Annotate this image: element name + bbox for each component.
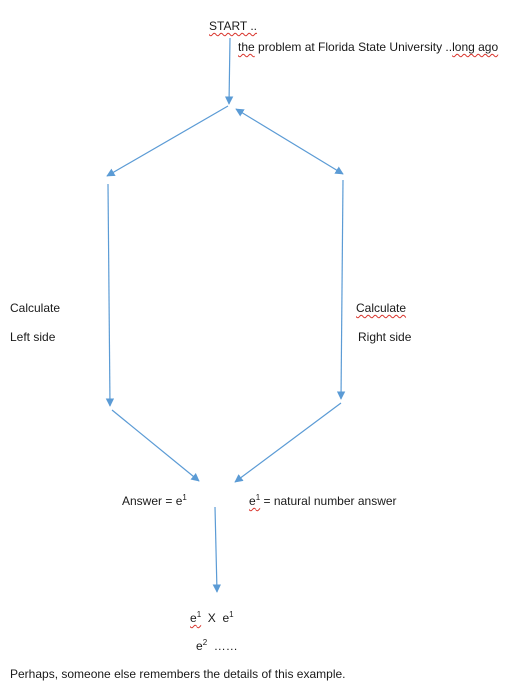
problem-middle: problem at Florida State University .. [254,40,453,54]
natural-e-base: e [249,494,256,508]
arrow-start-down [224,37,234,105]
product-operator: X e [201,611,230,625]
arrow-left-merge [111,409,200,482]
problem-prefix: the [238,40,255,54]
arrow-split-right [235,108,344,175]
squared-e: e [196,639,203,653]
arrow-left-side-down [105,183,115,407]
left-side-label: Left side [10,330,56,344]
natural-e-superscript: 1 [255,493,261,502]
natural-number-label: e1 = natural number answer [249,493,397,509]
natural-text: = natural number answer [260,494,397,508]
squared-label: e2 …… [196,638,238,654]
answer-superscript: 1 [182,493,187,502]
product-e1-superscript: 1 [196,610,202,619]
product-e1: e [190,611,197,625]
calculate-left-label: Calculate [10,301,61,315]
answer-label: Answer = e1 [122,493,187,509]
calculate-right-label: Calculate [356,301,406,315]
start-label: START .. [209,19,257,33]
arrow-split-left [106,105,229,177]
answer-prefix: Answer = e [122,494,183,508]
product-first-term: e1 [190,610,202,626]
natural-e: e1 [249,493,261,509]
product-label: e1 X e1 [190,610,234,626]
arrow-right-merge [234,402,342,483]
problem-suffix: long ago [452,40,499,54]
squared-dots: …… [207,639,238,653]
squared-superscript: 2 [202,638,208,647]
calculate-right-text: Calculate [356,301,407,315]
start-text: START .. [209,19,258,33]
problem-label: the problem at Florida State University … [238,40,498,54]
product-e2-superscript: 1 [229,610,234,619]
arrow-answer-down [212,506,222,593]
footer-note: Perhaps, someone else remembers the deta… [10,667,346,681]
right-side-label: Right side [358,330,412,344]
arrow-right-side-down [336,179,346,400]
